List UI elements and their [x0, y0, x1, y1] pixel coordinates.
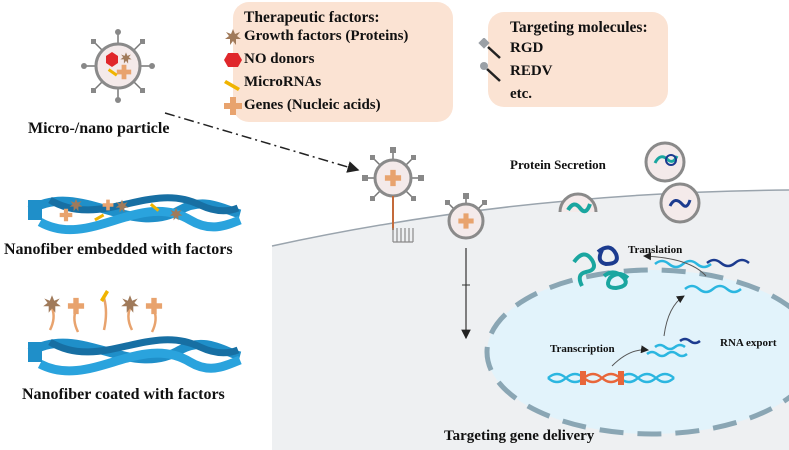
- approaching-particle-icon: [362, 147, 424, 230]
- protein-icon: [572, 245, 630, 291]
- rna-export-label: RNA export: [720, 337, 777, 349]
- secretion-vesicle-icon: [558, 192, 598, 214]
- targeting-item-redv: REDV: [510, 63, 553, 79]
- therapeutic-factors-box: [233, 2, 453, 122]
- targeting-item-rgd: RGD: [510, 40, 544, 56]
- growth-factor-icon: [225, 29, 241, 45]
- therapeutic-item-no-donors: NO donors: [244, 51, 315, 67]
- nanofiber-coated-icon: [27, 290, 242, 376]
- nanofiber-embedded-icon: [27, 194, 242, 235]
- mrna-icon: [646, 258, 750, 358]
- dna-icon: [547, 371, 675, 385]
- translation-label: Translation: [628, 244, 683, 256]
- protein-secretion-label: Protein Secretion: [510, 157, 606, 172]
- therapeutic-item-micrornas: MicroRNAs: [244, 74, 322, 90]
- particle-label: Micro-/nano particle: [28, 120, 170, 137]
- nucleus: [484, 267, 789, 437]
- targeting-molecule-icon: [478, 38, 501, 59]
- embedded-fiber-label: Nanofiber embedded with factors: [4, 241, 233, 258]
- transcription-label: Transcription: [550, 343, 615, 355]
- particle-icon: [81, 29, 155, 103]
- trajectory-line: [164, 112, 360, 173]
- microrna-icon: [224, 80, 240, 91]
- targeting-molecules-title: Targeting molecules:: [510, 19, 648, 36]
- membrane-receptor-icon: [392, 228, 414, 243]
- no-donor-icon: [224, 53, 242, 67]
- therapeutic-item-genes: Genes (Nucleic acids): [244, 97, 381, 113]
- therapeutic-factors-title: Therapeutic factors:: [244, 9, 380, 26]
- process-arrows: [611, 252, 707, 367]
- therapeutic-item-growth-factors: Growth factors (Proteins): [244, 28, 409, 44]
- coated-fiber-label: Nanofiber coated with factors: [22, 386, 225, 403]
- targeting-molecules-box: [488, 12, 668, 107]
- gene-icon: [224, 97, 242, 115]
- targeting-item-etc: etc.: [510, 86, 533, 102]
- gene-delivery-label: Targeting gene delivery: [444, 428, 595, 444]
- secreted-vesicle-icon: [644, 141, 701, 224]
- targeting-molecule-icon: [480, 62, 501, 82]
- entering-particle-icon: [445, 193, 487, 240]
